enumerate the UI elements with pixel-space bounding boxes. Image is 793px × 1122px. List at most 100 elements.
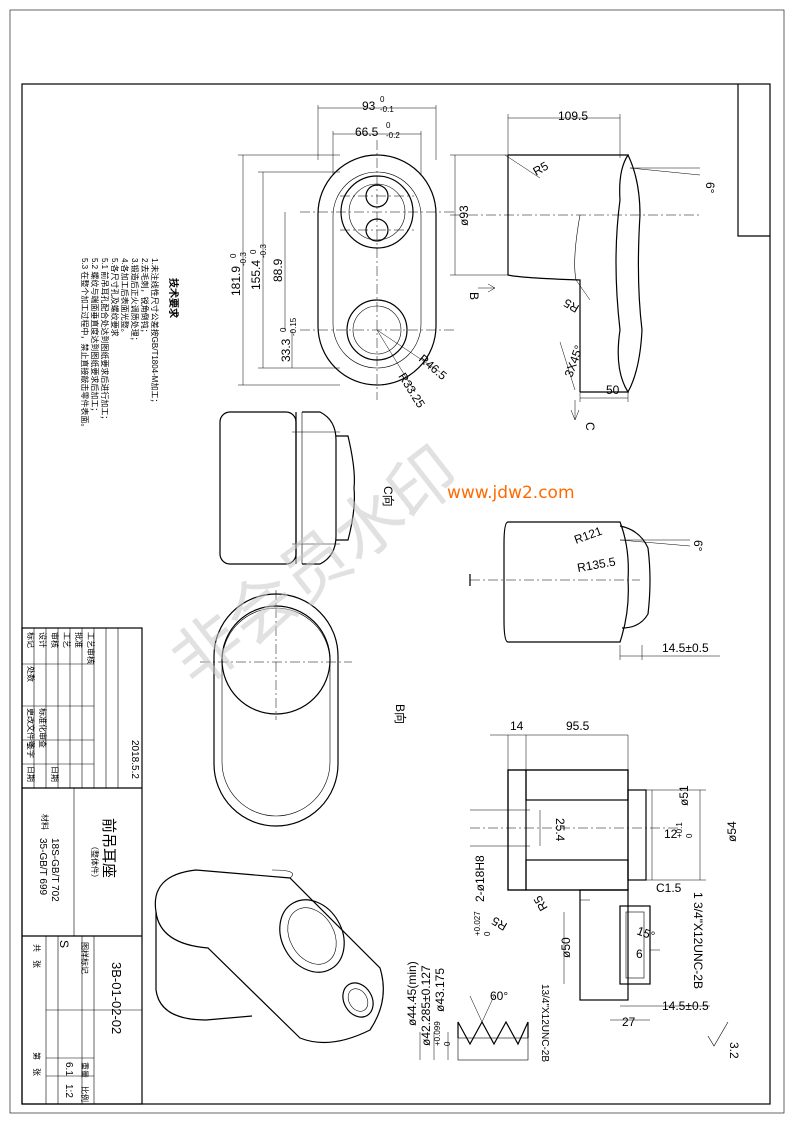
- dim-phi93: ø93: [457, 205, 471, 226]
- dim-181-9-tol: -0.3: [239, 252, 248, 266]
- dim-93-tol-up: 0: [380, 95, 385, 104]
- dim-R33-25: R33.25: [395, 370, 428, 411]
- tech-req-item-2: 2.去毛刺，锐角倒钝；: [140, 258, 150, 337]
- dim-109-5: 109.5: [558, 109, 588, 123]
- b-view: [200, 590, 352, 827]
- tb-col-1: 处数: [26, 666, 36, 682]
- dim-66-5-tol-up: 0: [386, 121, 391, 130]
- tech-req-item-6: 5.1 前吊耳孔配合处达到图纸要求后进行加工；: [100, 258, 110, 423]
- roughness-value: 3.2: [727, 1042, 741, 1059]
- dim-12: 12: [664, 827, 678, 841]
- stage-mark: S: [57, 940, 71, 948]
- watermark-url: www.jdw2.com: [447, 483, 575, 503]
- dim-181-9: 181.9: [229, 266, 243, 296]
- dim-R5c: R5: [489, 914, 510, 934]
- dim-6: 6: [636, 947, 643, 961]
- dim-27: 27: [622, 1015, 636, 1029]
- tech-req-item-1: 1.未注线性尺寸公差按GB/T1804-M加工；: [150, 258, 160, 406]
- front-view: [238, 105, 455, 400]
- material-label: 材料: [40, 814, 50, 830]
- stage-header: 图样标记: [80, 942, 90, 974]
- dim-93: 93: [362, 99, 376, 113]
- tech-req-item-8: 5.3 在整个加工过程中，禁止直接敲击零件表面。: [80, 258, 90, 431]
- iso-view: [154, 869, 384, 1044]
- dim-33-3-tol: -0.15: [289, 317, 298, 336]
- outer-border: [9, 9, 785, 1114]
- dim-95-5: 95.5: [566, 719, 590, 733]
- dim-holes-tol-dn: 0: [483, 931, 492, 936]
- dim-phi50: ø50: [559, 937, 573, 958]
- tb-row-5: 批准: [74, 632, 84, 648]
- tb-row-6: 工艺审核: [86, 632, 96, 664]
- material-2: 35-GB/T 699: [37, 838, 48, 896]
- dim-phi51-tol-up: +0.1: [675, 822, 684, 838]
- dim-14-5-a: 14.5±0.5: [662, 641, 709, 655]
- dim-93-tol-dn: -0.1: [380, 105, 394, 114]
- tb-col-3: 签字: [26, 742, 36, 758]
- section-view: [470, 734, 710, 1021]
- dim-R46-5: R46.5: [416, 352, 450, 384]
- dim-holes: 2-ø18H8: [473, 855, 487, 902]
- c-view: [219, 411, 355, 565]
- tech-req-item-5: 5.各尺寸孔及螺纹要求: [110, 258, 120, 337]
- tech-req-title: 技术要求: [167, 278, 180, 319]
- roughness-symbol: [707, 1021, 729, 1047]
- dim-60deg: 60°: [490, 989, 508, 1003]
- dim-C1-5: C1.5: [656, 881, 682, 895]
- weight-value: 6.1: [63, 1062, 74, 1076]
- dim-phi51: ø51: [677, 785, 691, 806]
- tb-row-2: 设计: [38, 632, 48, 648]
- dim-66-5-tol-dn: -0.2: [386, 131, 400, 140]
- dim-50: 50: [606, 383, 620, 397]
- dim-6deg-2: 6°: [691, 540, 705, 552]
- dim-phi43: ø43.175: [433, 968, 447, 1012]
- dim-R135-5: R135.5: [576, 554, 617, 575]
- dim-thread: 1 3/4"X12UNC-2B: [691, 892, 705, 989]
- dim-155-4-tol: -0.3: [259, 244, 268, 258]
- part-name: 前吊耳座: [100, 818, 117, 878]
- dim-14: 14: [510, 719, 524, 733]
- scale-value: 1:2: [63, 1084, 74, 1098]
- dim-holes-tol-up: +0.027: [473, 911, 482, 936]
- dim-66-5: 66.5: [355, 125, 379, 139]
- tech-requirements: 技术要求 1.未注线性尺寸公差按GB/T1804-M加工； 2.去毛刺，锐角倒钝…: [80, 258, 180, 431]
- view-C-label: C向: [381, 486, 396, 507]
- part-sub: （整体件）: [90, 842, 100, 882]
- watermark-text: 非会员水印: [158, 432, 475, 704]
- tb-col-2: 更改文件号: [26, 708, 36, 748]
- dim-88-9: 88.9: [271, 258, 285, 282]
- inner-frame: [21, 83, 771, 1105]
- tb-row-3: 审核: [50, 632, 60, 648]
- view-C-arrow: C: [583, 422, 597, 431]
- sheet-total: 共 张: [32, 944, 41, 968]
- title-block: [21, 627, 143, 1105]
- tech-req-item-4: 4.各加工后表面光整。: [120, 258, 130, 337]
- tb-col-4: 日期: [26, 766, 35, 782]
- tb-std: 标准化审查: [38, 708, 48, 748]
- drawing-number: 3B-01-02-02: [109, 962, 124, 1034]
- dim-33-3-tol-up: 0: [279, 327, 288, 332]
- view-B-arrow: B: [467, 292, 481, 300]
- dim-phi51-tol-dn: 0: [685, 833, 694, 838]
- thread-detail: [419, 995, 529, 1061]
- tb-date: 2018.5.2: [129, 740, 140, 779]
- dim-phi44: ø44.45(min): [405, 961, 419, 1026]
- dim-15deg: 15°: [635, 924, 657, 943]
- dim-155-4-tol-up: 0: [249, 249, 258, 254]
- sheet-no: 第 张: [32, 1052, 42, 1076]
- tb-date-label: 日期: [50, 766, 59, 782]
- dim-181-9-tol-up: 0: [229, 253, 238, 258]
- tb-row-1: 标记: [26, 632, 36, 648]
- title-tab: [737, 84, 770, 237]
- side-view: [450, 114, 701, 421]
- dim-phi54: ø54: [725, 821, 739, 842]
- tech-req-item-3: 3.锻造后正火调质处理；: [130, 258, 140, 345]
- material-1: 18S-GB/T 702: [49, 838, 60, 902]
- dim-thread-2: 13/4"X12UNC-2B: [539, 984, 550, 1062]
- dim-R5a: R5: [531, 159, 552, 179]
- dim-chamfer: 3X45°: [562, 343, 586, 379]
- dim-33-3: 33.3: [279, 338, 293, 362]
- title-block-text: 标记 设计 审核 工艺 批准 工艺审核 处数 更改文件号 标准化审查 签字 日期…: [26, 632, 140, 1102]
- dim-R5d: R5: [531, 893, 551, 914]
